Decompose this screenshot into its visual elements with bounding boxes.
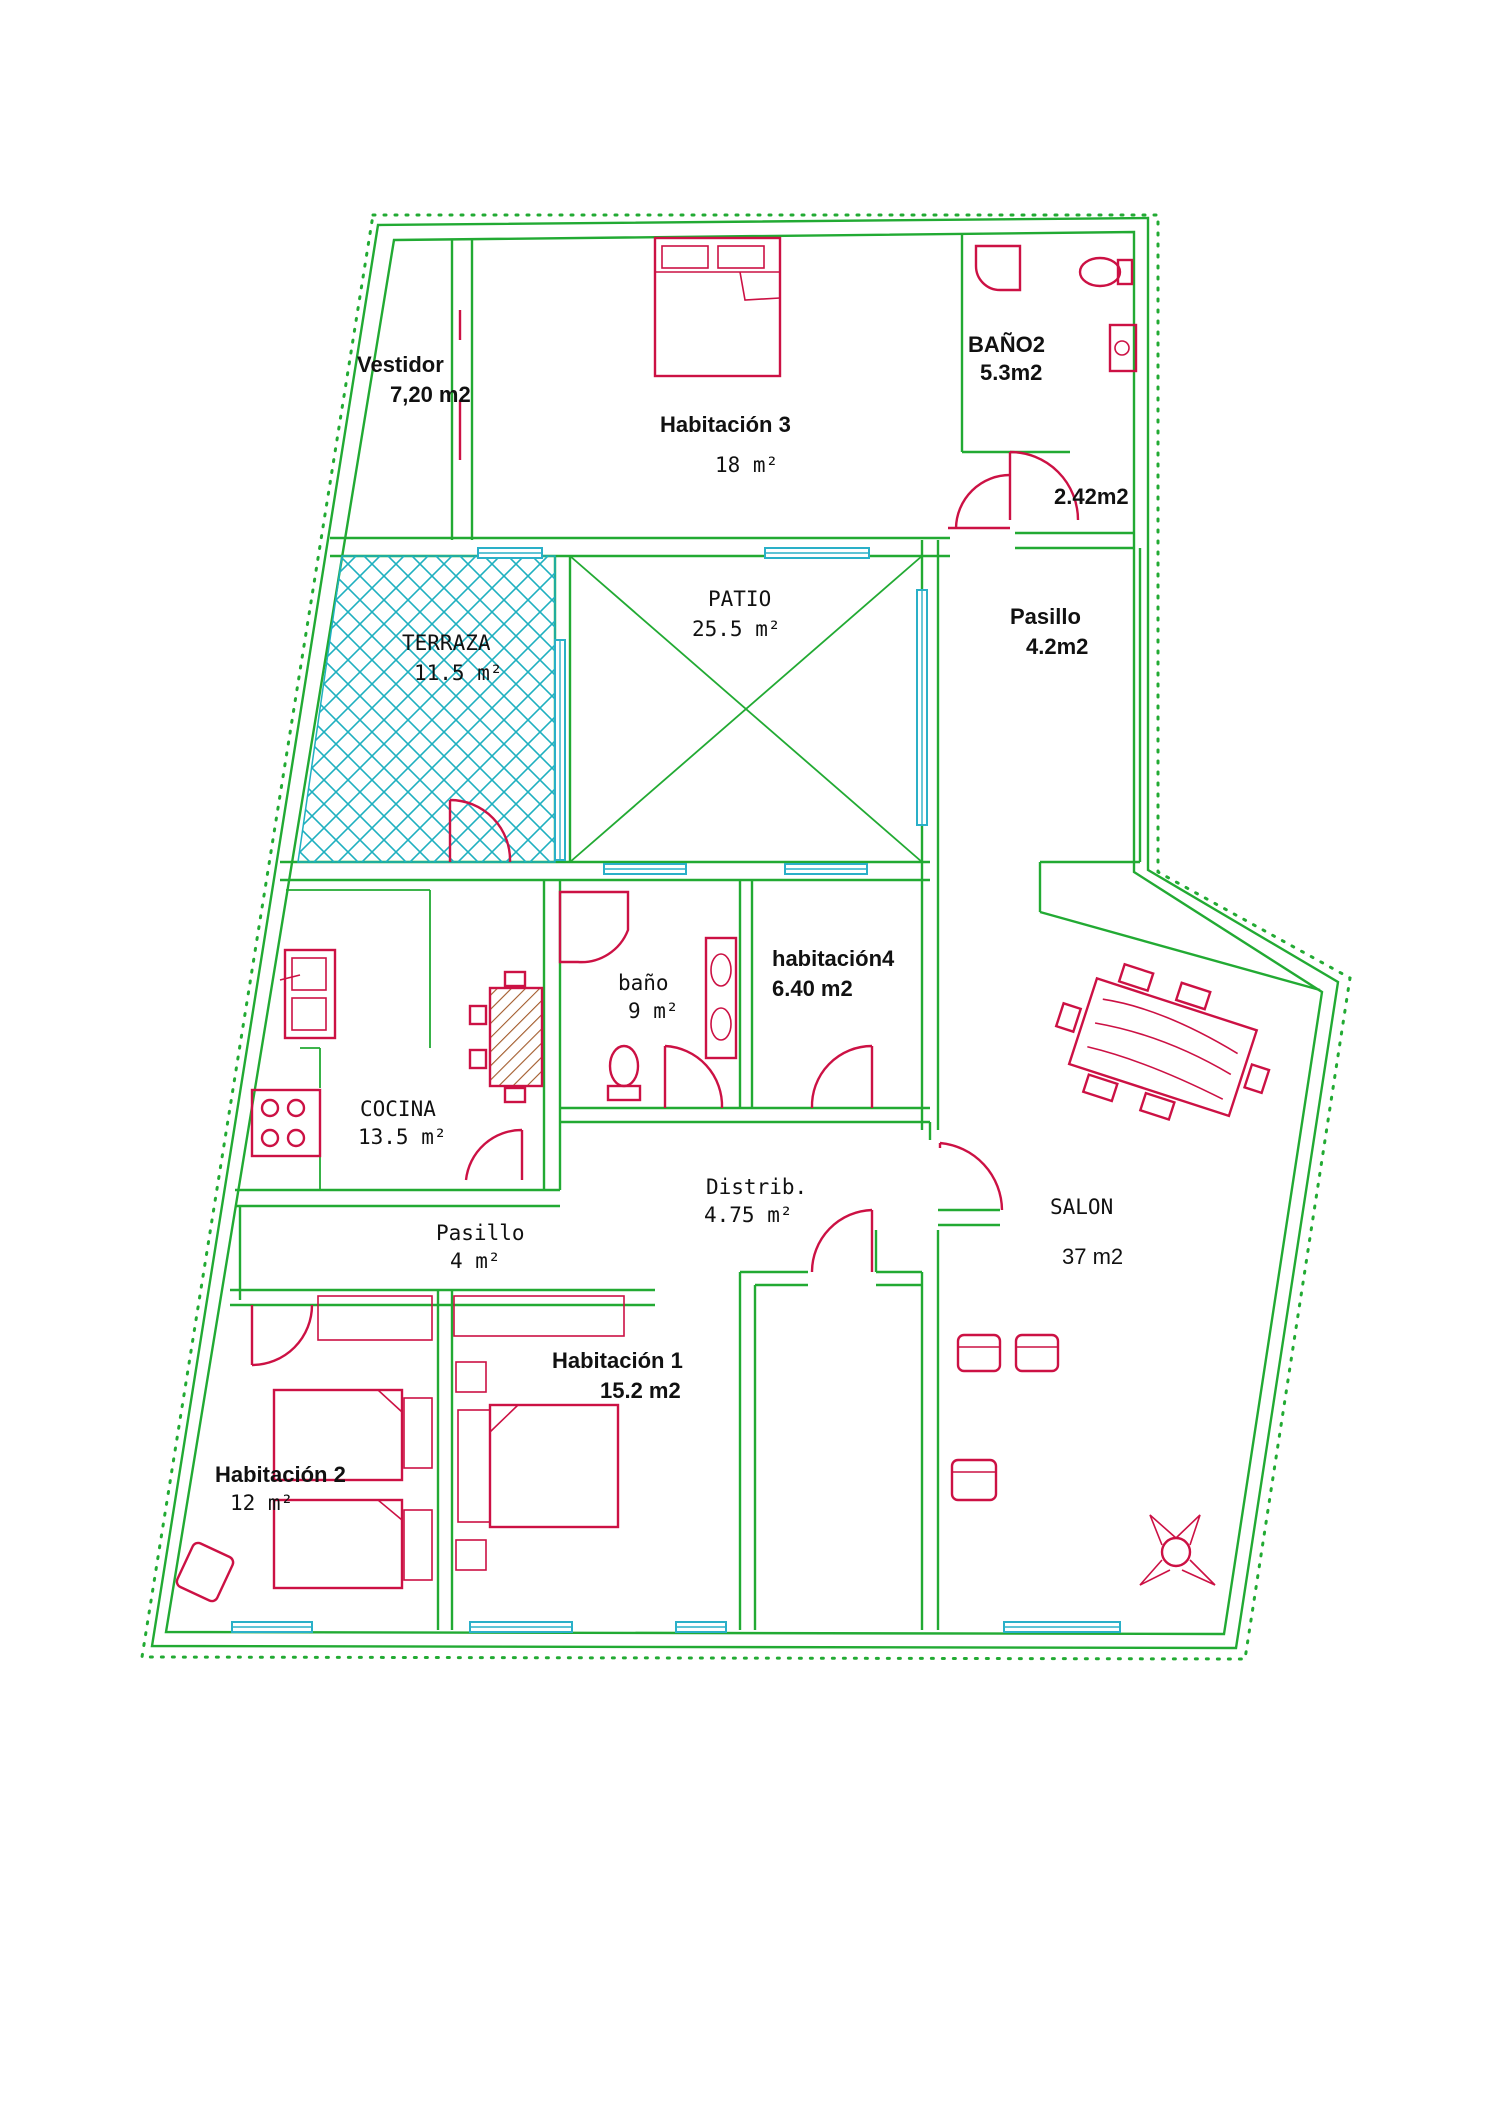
door-swing-icon <box>250 1304 314 1367</box>
door-swing-icon <box>938 1141 1004 1211</box>
window-icon <box>231 1621 313 1633</box>
armchair-icon <box>1014 1333 1060 1373</box>
area-pasillo-right: 4.2m2 <box>1026 634 1088 659</box>
window-icon <box>477 547 543 559</box>
wardrobe-doors <box>317 1295 625 1341</box>
sink-icon <box>279 948 337 1040</box>
room-labels: Vestidor 7,20 m2 Habitación 3 18 m² BAÑO… <box>215 332 1129 1515</box>
window-icon <box>603 863 687 875</box>
area-habitacion4: 6.40 m2 <box>772 976 853 1001</box>
doors <box>250 450 1080 1367</box>
door-swing-icon <box>464 1128 524 1181</box>
label-pasillo-right: Pasillo <box>1010 604 1081 629</box>
area-cocina: 13.5 m² <box>358 1125 447 1149</box>
label-terraza: TERRAZA <box>402 631 491 655</box>
bed-icon <box>272 1388 433 1590</box>
window-icon <box>784 863 868 875</box>
window-icon <box>764 547 870 559</box>
label-salon: SALON <box>1050 1195 1113 1219</box>
toilet-icon <box>1078 256 1134 288</box>
area-pasillo-left: 4 m² <box>450 1249 501 1273</box>
toilet-icon <box>606 1044 642 1102</box>
label-habitacion1: Habitación 1 <box>552 1348 683 1373</box>
plant-icon <box>1139 1514 1216 1586</box>
sink-icon <box>1108 323 1138 373</box>
label-distrib: Distrib. <box>706 1175 807 1199</box>
label-pasillo-left: Pasillo <box>436 1221 525 1245</box>
interior-walls <box>230 235 1321 1630</box>
area-habitacion2: 12 m² <box>230 1491 293 1515</box>
area-salon: 37 m2 <box>1062 1244 1123 1269</box>
door-swing-icon <box>948 473 1011 530</box>
label-bano2: BAÑO2 <box>968 332 1045 357</box>
area-vestidor: 7,20 m2 <box>390 382 471 407</box>
shower-icon <box>974 244 1022 292</box>
dining-table-icon <box>468 970 544 1104</box>
area-bano: 9 m² <box>628 999 679 1023</box>
label-vestidor: Vestidor <box>357 352 444 377</box>
armchair-icon <box>950 1458 998 1502</box>
windows <box>231 547 1121 1633</box>
window-icon <box>675 1621 727 1633</box>
area-patio: 25.5 m² <box>692 617 781 641</box>
window-icon <box>554 639 566 861</box>
sink-icon <box>704 936 738 1060</box>
window-icon <box>916 589 928 826</box>
stove-icon <box>250 1088 322 1158</box>
door-swing-icon <box>448 798 512 863</box>
label-habitacion3: Habitación 3 <box>660 412 791 437</box>
label-habitacion2: Habitación 2 <box>215 1462 346 1487</box>
armchair-icon <box>175 1541 235 1603</box>
door-swing-icon <box>663 1044 724 1109</box>
window-icon <box>1003 1621 1121 1633</box>
bed-icon <box>653 236 782 378</box>
area-pasillo-small: 2.42m2 <box>1054 484 1129 509</box>
area-habitacion1: 15.2 m2 <box>600 1378 681 1403</box>
label-cocina: COCINA <box>360 1097 436 1121</box>
armchair-icon <box>956 1333 1002 1373</box>
label-bano: baño <box>618 971 669 995</box>
shower-icon <box>558 890 630 964</box>
door-swing-icon <box>810 1208 874 1273</box>
outer-walls <box>140 213 1352 1661</box>
terrace-floor-hatch <box>297 555 556 863</box>
label-habitacion4: habitación4 <box>772 946 895 971</box>
door-swing-icon <box>810 1044 874 1109</box>
door-swing-icon <box>1008 450 1080 521</box>
area-bano2: 5.3m2 <box>980 360 1042 385</box>
area-terraza: 11.5 m² <box>414 661 503 685</box>
bed-icon <box>455 1361 620 1571</box>
label-patio: PATIO <box>708 587 771 611</box>
area-distrib: 4.75 m² <box>704 1203 793 1227</box>
dining-table-icon <box>1054 962 1271 1122</box>
area-habitacion3: 18 m² <box>715 453 778 477</box>
window-icon <box>469 1621 573 1633</box>
